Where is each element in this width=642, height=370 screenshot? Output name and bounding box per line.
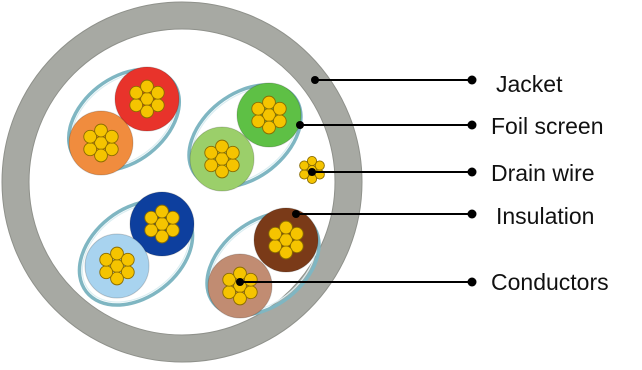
wire-light-green-conductor-strands xyxy=(204,139,240,179)
wire-red xyxy=(114,66,180,132)
wire-light-brown xyxy=(207,253,273,319)
cable-core xyxy=(28,28,336,336)
leader-drain-wire xyxy=(308,167,477,177)
wire-brown-conductor-strands xyxy=(268,220,304,260)
wire-red-conductor-strands xyxy=(129,79,165,119)
label-conductors: Conductors xyxy=(491,269,609,295)
wire-light-blue-conductor-strands xyxy=(99,246,135,286)
leader-conductors xyxy=(236,277,477,287)
wire-green xyxy=(236,82,302,148)
leader-foil-screen xyxy=(296,120,477,130)
twisted-pairs xyxy=(68,66,319,319)
leader-lines xyxy=(236,75,477,287)
label-foil-screen: Foil screen xyxy=(491,113,603,139)
wire-brown xyxy=(253,207,319,273)
wire-blue-conductor-strands xyxy=(144,204,180,244)
wire-light-blue xyxy=(84,233,150,299)
leader-insulation xyxy=(292,209,477,219)
label-drain-wire: Drain wire xyxy=(491,160,595,186)
wire-green-conductor-strands xyxy=(251,95,287,135)
wire-orange-conductor-strands xyxy=(83,123,119,163)
wire-light-green xyxy=(189,126,255,192)
wire-blue xyxy=(129,191,195,257)
label-jacket: Jacket xyxy=(496,71,563,97)
wire-orange xyxy=(68,110,134,176)
leader-jacket xyxy=(311,75,477,85)
label-insulation: Insulation xyxy=(496,203,594,229)
